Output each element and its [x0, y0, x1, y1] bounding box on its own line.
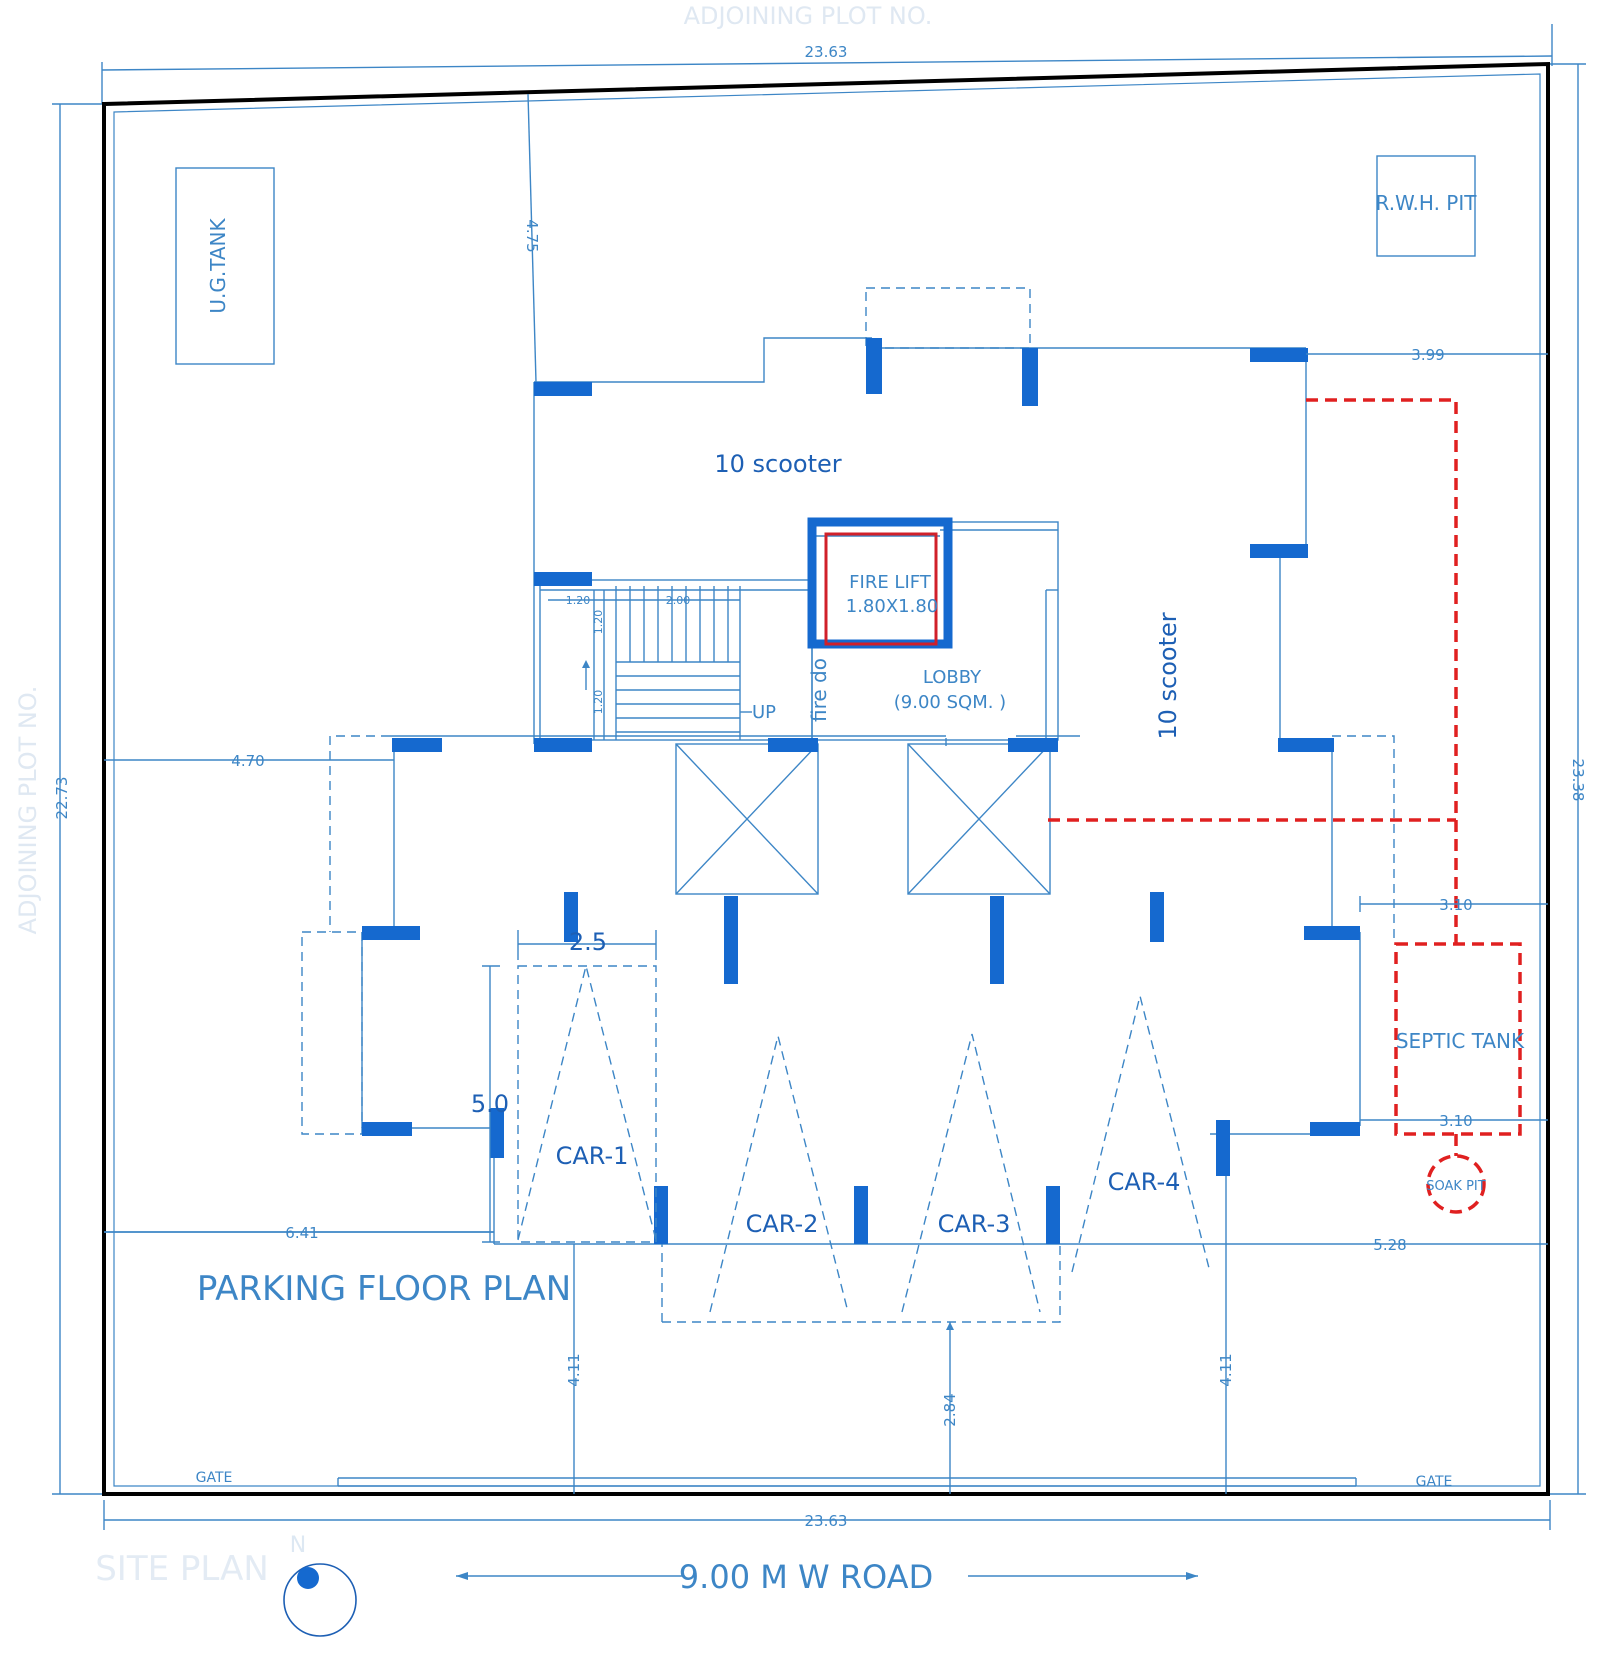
duct-left — [675, 743, 819, 895]
ug-tank: U.G.TANK — [175, 167, 275, 365]
dim-front-center: 2.84 — [941, 1393, 959, 1426]
drawing-title: PARKING FLOOR PLAN — [197, 1269, 571, 1309]
fire-lift-label-2: 1.80X1.80 — [846, 596, 939, 617]
gate-left-label: GATE — [196, 1470, 233, 1486]
outer-dimensions: 23.63 22.73 23.38 23.63 — [52, 24, 1587, 1530]
lobby-label-2: (9.00 SQM. ) — [894, 692, 1006, 713]
column — [1250, 544, 1308, 558]
fire-lift-label-1: FIRE LIFT — [849, 572, 932, 593]
north-label: N — [290, 1533, 306, 1558]
adjoining-plot-left-label: ADJOINING PLOT NO. — [14, 686, 42, 935]
car-2-label: CAR-2 — [746, 1210, 819, 1238]
dim-front-right: 4.11 — [1217, 1353, 1235, 1386]
column — [990, 896, 1004, 984]
column — [534, 738, 592, 752]
septic-tank-label: SEPTIC TANK — [1396, 1029, 1525, 1053]
car-bay-width: 2.5 — [569, 928, 607, 956]
fire-door-label: fire do — [807, 658, 831, 722]
car-bay-length: 5.0 — [471, 1090, 509, 1118]
stair-dim-2: 2.00 — [666, 594, 691, 607]
column — [724, 896, 738, 984]
gate-right-label: GATE — [1416, 1474, 1453, 1490]
road-label: 9.00 M W ROAD — [679, 1558, 933, 1596]
column — [1250, 348, 1308, 362]
duct-right — [907, 743, 1051, 895]
dim-top-width: 23.63 — [805, 43, 848, 61]
column — [1008, 738, 1058, 752]
plot-boundary — [102, 61, 1550, 1496]
building-outline — [104, 287, 1395, 1245]
column — [362, 926, 420, 940]
column — [392, 738, 442, 752]
dim-left-height: 22.73 — [53, 777, 71, 820]
dim-front-setback: 4.75 — [523, 219, 541, 252]
column — [534, 572, 592, 586]
dim-right-offset-bottom: 5.28 — [1373, 1236, 1406, 1254]
dim-left-setback: 4.70 — [231, 752, 264, 770]
soak-pit — [1426, 1154, 1486, 1214]
stair-dim-1: 1.20 — [566, 594, 591, 607]
ug-tank-label: U.G.TANK — [206, 217, 230, 313]
dim-front-left: 4.11 — [565, 1353, 583, 1386]
dim-bottom-width: 23.63 — [805, 1512, 848, 1530]
structural-columns — [362, 338, 1360, 1244]
column — [1150, 892, 1164, 942]
stair-dim-3: 1.20 — [592, 610, 605, 635]
rwh-pit-label: R.W.H. PIT — [1376, 191, 1478, 215]
scooter-parking-right-label: 10 scooter — [1154, 612, 1182, 739]
scooter-parking-top-label: 10 scooter — [714, 450, 841, 478]
column — [654, 1186, 668, 1244]
fire-lift-lobby: FIRE LIFT 1.80X1.80 LOBBY (9.00 SQM. ) f… — [807, 517, 1059, 741]
column — [1310, 1122, 1360, 1136]
column — [768, 738, 818, 752]
car-bays: 2.5 5.0 CAR-1 CAR-2 CAR-3 CAR-4 — [471, 928, 1211, 1323]
column — [866, 338, 882, 394]
road-indicator: 9.00 M W ROAD — [456, 1558, 1198, 1596]
septic-system: SEPTIC TANK SOAK PIT — [1048, 398, 1525, 1214]
north-arrow: N — [283, 1533, 357, 1637]
staircase: 1.20 2.00 1.20 1.20 UP — [539, 579, 813, 741]
interior-dimensions: 4.75 3.99 4.70 3.10 3.10 6.41 5.28 4.11 … — [104, 93, 1548, 1494]
column — [1022, 348, 1038, 406]
stair-treads — [616, 586, 740, 733]
column — [362, 1122, 412, 1136]
site-plan-label: SITE PLAN — [95, 1549, 269, 1589]
fire-lift — [824, 532, 938, 646]
dim-right-height: 23.38 — [1569, 759, 1587, 802]
inner-setback-line — [113, 73, 1541, 1487]
car-3-label: CAR-3 — [938, 1210, 1011, 1238]
dim-left-offset-bottom: 6.41 — [285, 1224, 318, 1242]
column — [534, 382, 592, 396]
lobby-label-1: LOBBY — [923, 667, 982, 688]
car-4-label: CAR-4 — [1108, 1168, 1181, 1196]
column — [1304, 926, 1360, 940]
septic-tank — [1394, 942, 1522, 1136]
column — [1046, 1186, 1060, 1244]
stair-dim-4: 1.20 — [592, 690, 605, 715]
rwh-pit: R.W.H. PIT — [1376, 155, 1478, 257]
car-1-label: CAR-1 — [556, 1142, 629, 1170]
dim-right-setback-top: 3.99 — [1411, 346, 1444, 364]
dim-septic-width: 3.10 — [1439, 1112, 1472, 1130]
column — [1216, 1120, 1230, 1176]
column — [564, 892, 578, 942]
dim-right-setback-mid: 3.10 — [1439, 896, 1472, 914]
soak-pit-label: SOAK PIT — [1426, 1179, 1485, 1194]
stair-up-label: UP — [752, 702, 776, 723]
column — [854, 1186, 868, 1244]
column — [1278, 738, 1334, 752]
adjoining-plot-top-label: ADJOINING PLOT NO. — [684, 2, 933, 30]
column — [490, 1108, 504, 1158]
